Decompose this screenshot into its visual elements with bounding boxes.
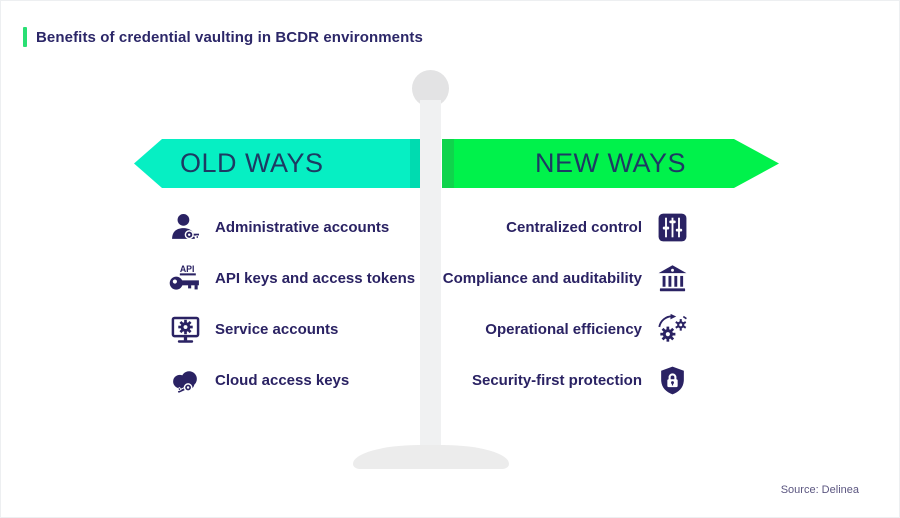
list-item: Security-first protection [443, 363, 689, 397]
source-note: Source: Delinea [780, 484, 859, 496]
cloud-key-icon [168, 363, 202, 397]
old-ways-list: Administrative accounts API API keys and… [168, 210, 415, 414]
list-item: Service accounts [168, 312, 415, 346]
signpost-pole [420, 100, 441, 452]
new-ways-list: Centralized control Compliance and audit… [443, 210, 689, 414]
item-label: Service accounts [215, 320, 339, 338]
title-accent-bar [23, 27, 27, 47]
item-label: API keys and access tokens [215, 269, 416, 287]
old-ways-sign: OLD WAYS [134, 139, 421, 188]
item-label: Cloud access keys [215, 371, 350, 389]
item-label: Security-first protection [471, 371, 642, 389]
signpost-base [353, 445, 509, 469]
item-label: Administrative accounts [215, 218, 390, 236]
list-item: API API keys and access tokens [168, 261, 415, 295]
gears-icon [655, 312, 689, 346]
list-item: Administrative accounts [168, 210, 415, 244]
list-item: Centralized control [443, 210, 689, 244]
sliders-icon [655, 210, 689, 244]
page-title: Benefits of credential vaulting in BCDR … [36, 28, 423, 46]
header: Benefits of credential vaulting in BCDR … [23, 27, 423, 47]
api-key-icon: API [168, 261, 202, 295]
item-label: Operational efficiency [485, 320, 642, 338]
bank-icon [655, 261, 689, 295]
item-label: Compliance and auditability [442, 269, 642, 287]
old-ways-label: OLD WAYS [180, 148, 324, 178]
item-label: Centralized control [506, 218, 642, 236]
admin-user-icon [168, 210, 202, 244]
new-ways-sign: NEW WAYS [442, 139, 779, 188]
list-item: Cloud access keys [168, 363, 415, 397]
list-item: Operational efficiency [443, 312, 689, 346]
service-account-icon [168, 312, 202, 346]
new-ways-label: NEW WAYS [535, 148, 686, 178]
api-icon-text: API [179, 263, 194, 273]
list-item: Compliance and auditability [443, 261, 689, 295]
shield-lock-icon [655, 363, 689, 397]
